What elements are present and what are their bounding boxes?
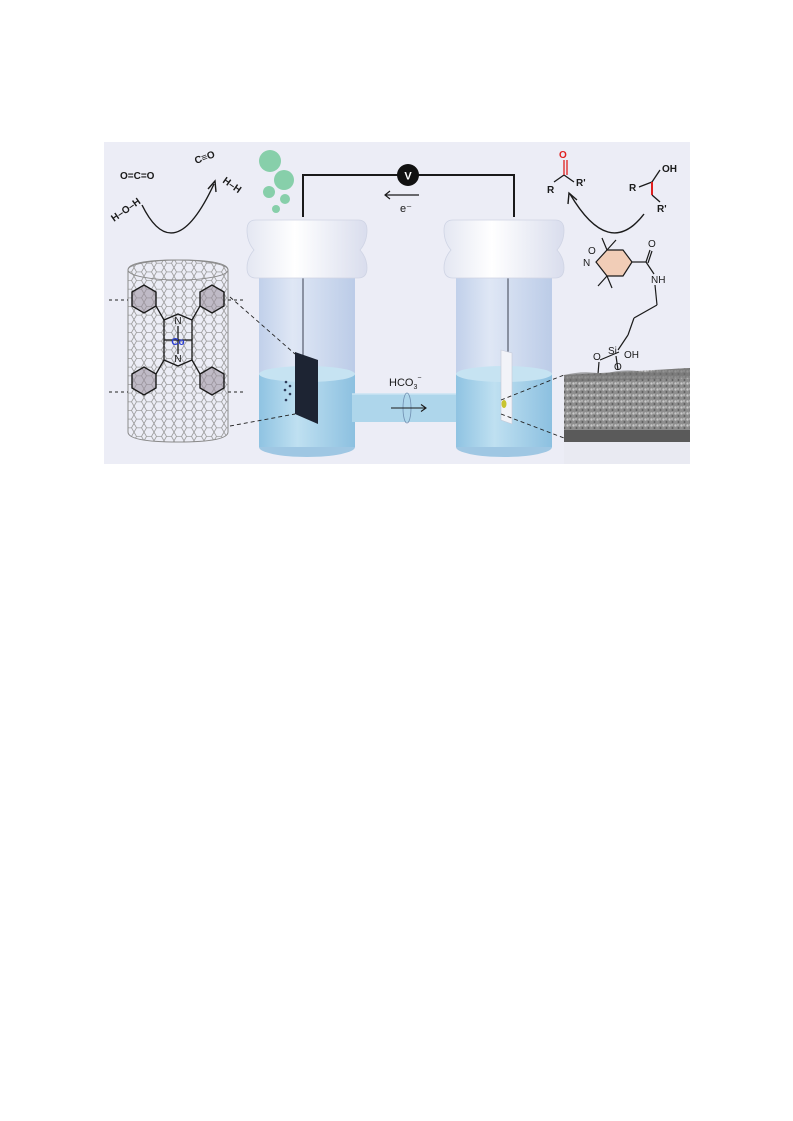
cobalt-phthalocyanine-nanotube: Co N N (109, 259, 244, 443)
cobalt-label: Co (171, 337, 184, 348)
water-molecule: H–O–H (109, 196, 143, 224)
silanol-oh-label: OH (624, 350, 639, 361)
figure-panel: V e⁻ HCO3− (104, 142, 690, 464)
gas-bubbles (259, 150, 294, 213)
anode-reaction: O R R' OH R R' (547, 150, 677, 234)
nitrogen-label: N (174, 354, 181, 365)
anode-electrode (500, 349, 513, 425)
electron-label: e⁻ (400, 203, 412, 215)
nitrogen-label: N (174, 316, 181, 327)
cathode-cell (246, 219, 368, 457)
alcohol-r-prime: R' (657, 204, 667, 215)
cathode-electrode (295, 352, 318, 424)
alcohol-r: R (629, 183, 637, 194)
electrolyte-label: HCO3− (389, 375, 421, 391)
co2-molecule: O=C=O (120, 171, 155, 182)
voltmeter-label: V (404, 171, 412, 183)
siloxane-oxygen-label: O (593, 352, 601, 363)
co-molecule: C≡O (193, 149, 217, 167)
silicon-label: Si (608, 346, 617, 357)
nitroxyl-oxygen-label: O (588, 246, 596, 257)
ketone-oxygen: O (559, 150, 567, 161)
electrochemical-cell-diagram: V e⁻ HCO3− (109, 149, 690, 464)
amide-nh-label: NH (651, 275, 665, 286)
ketone-r: R (547, 185, 555, 196)
tempo-silane-structure: N O O NH Si OH O O (583, 237, 665, 375)
siloxane-oxygen-label: O (614, 362, 622, 373)
h2-molecule: H–H (220, 175, 243, 195)
anode-cell (443, 219, 565, 457)
external-circuit: V e⁻ (302, 164, 515, 217)
cathode-reaction: O=C=O H–O–H C≡O H–H (109, 149, 243, 234)
cathode-reaction-arrow (141, 183, 215, 234)
anode-cap (443, 219, 565, 279)
zoom-lines (229, 296, 565, 439)
nitrogen-label: N (583, 258, 590, 269)
salt-bridge: HCO3− (352, 375, 458, 424)
cathode-cap (246, 219, 368, 279)
carbonyl-oxygen-label: O (648, 239, 656, 250)
ketone-r-prime: R' (576, 178, 586, 189)
alcohol-oh: OH (662, 164, 677, 175)
sem-substrate-image (564, 368, 690, 464)
anode-reaction-arrow (569, 193, 645, 234)
voltmeter-icon (397, 164, 419, 186)
